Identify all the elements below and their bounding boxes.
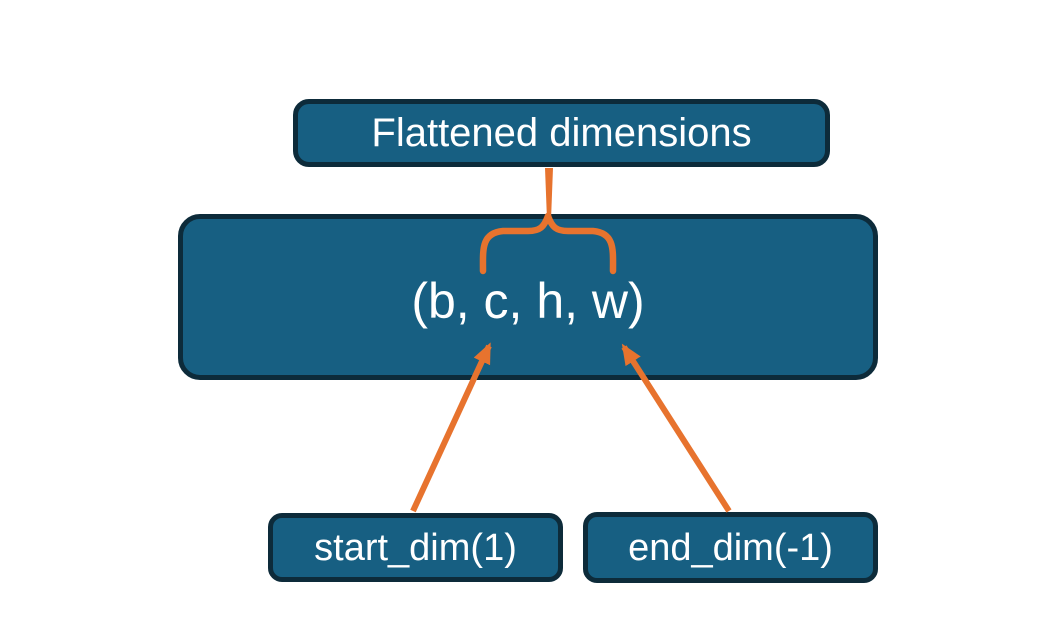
start-dim-label: start_dim(1) <box>314 526 517 569</box>
end-dim-label: end_dim(-1) <box>628 526 833 569</box>
flattened-dimensions-label: Flattened dimensions <box>371 111 752 155</box>
flattened-dimensions-box: Flattened dimensions <box>293 99 830 167</box>
brace-stem <box>545 168 553 220</box>
end-dim-box: end_dim(-1) <box>583 512 878 583</box>
tensor-shape-box: (b, c, h, w) <box>178 214 878 380</box>
start-dim-box: start_dim(1) <box>268 513 563 582</box>
tensor-shape-label: (b, c, h, w) <box>411 273 645 329</box>
